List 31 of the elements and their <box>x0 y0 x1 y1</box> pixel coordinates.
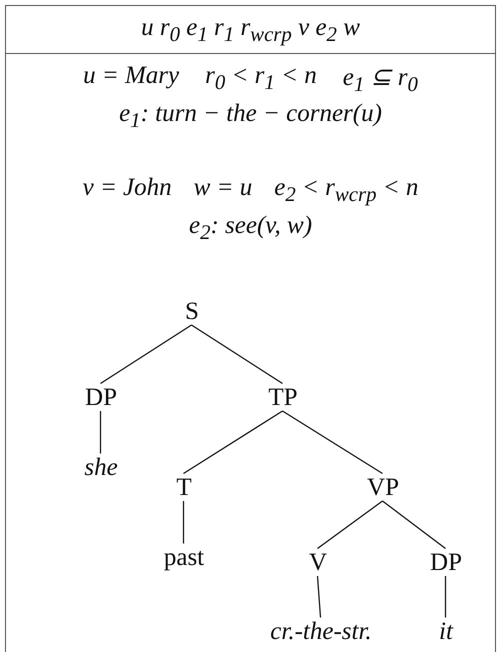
tree-branch <box>316 576 322 618</box>
tree-branch <box>183 410 283 474</box>
tree-branch <box>100 411 102 454</box>
drs-box <box>5 5 496 652</box>
word-label: she <box>84 454 118 482</box>
category-label: DP <box>85 384 117 412</box>
category-label: V <box>308 549 328 576</box>
drs-condition: e$_{1}$ ⊆ r$_{0}$ <box>342 63 418 97</box>
category-label: past <box>164 544 204 572</box>
category-label: VP <box>367 474 399 502</box>
tree-branch <box>382 500 446 549</box>
drs-condition: r$_{0}$ < r$_{1}$ < n <box>205 62 317 96</box>
tree-branch <box>182 501 184 544</box>
drs-condition: e$_{2}$ < r$_{wcrp}$ < n <box>274 174 418 207</box>
category-label: TP <box>268 384 298 412</box>
drs-condition: w = u <box>194 174 252 203</box>
word-label: cr.-the-str. <box>270 618 372 646</box>
drs-condition: u = Mary <box>83 62 180 91</box>
tree-branch <box>317 500 383 549</box>
tree-branch <box>100 324 192 384</box>
tree-branch <box>282 410 383 474</box>
tree-branch <box>191 324 283 384</box>
category-label: T <box>176 474 192 502</box>
drs-condition: v = John <box>82 174 172 203</box>
drs-condition: e$_{2}$: see(v, w) <box>188 212 312 245</box>
category-label: S <box>185 298 199 326</box>
discourse-referents: u r$_{0}$ e$_{1}$ r$_{1}$ r$_{wcrp}$ v e$_{2}$ w <box>141 14 360 47</box>
tree-branch <box>444 576 446 618</box>
drs-condition: e$_{1}$: turn − the − corner(u) <box>119 100 382 133</box>
category-label: DP <box>430 549 462 576</box>
word-label: it <box>439 618 453 646</box>
